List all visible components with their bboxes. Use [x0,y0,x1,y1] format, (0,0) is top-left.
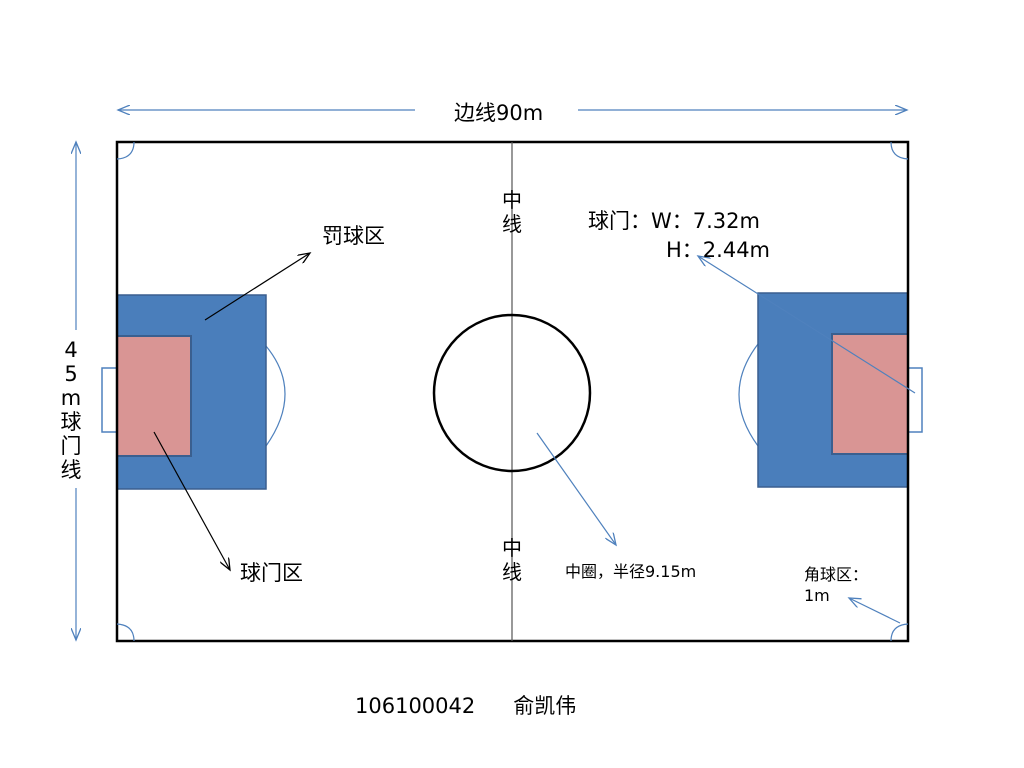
author-name: 俞凯伟 [513,694,577,718]
sideline-length-label: 边线90m [454,101,544,125]
left-goal-area [116,335,192,457]
midline-label-top: 中线 [502,188,522,236]
corner-area-line2: 1m [804,586,830,605]
goal-area-pointer [153,431,230,570]
goal-area-label: 球门区 [240,561,303,585]
goal-line-length-text: 45m球门线 [60,338,82,482]
left-goal [101,367,119,433]
center-circle [432,313,592,473]
left-penalty-arc [265,345,286,447]
goal-dimensions-label: 球门：W：7.32m H：2.44m [588,207,770,265]
corner-area-label: 角球区： 1m [804,564,868,606]
goal-height-text: H：2.44m [666,238,771,262]
center-circle-label: 中圈，半径9.15m [565,562,697,581]
right-goal-area [831,333,909,455]
midline-label-bottom: 中线 [502,536,522,584]
footer-caption: 106100042 俞凯伟 [355,694,576,718]
penalty-area-label: 罚球区 [322,224,385,248]
corner-area-pointer [849,598,901,624]
right-penalty-arc [738,343,759,447]
corner-arcs [116,141,909,642]
student-id: 106100042 [355,694,476,718]
center-circle-pointer [536,432,616,545]
corner-area-line1: 角球区： [804,565,869,584]
goal-line-length-label: 45m球门线 [58,338,84,482]
goal-dimensions-pointer [698,256,916,394]
goal-width-text: 球门：W：7.32m [588,209,760,233]
penalty-area-pointer [204,253,310,321]
